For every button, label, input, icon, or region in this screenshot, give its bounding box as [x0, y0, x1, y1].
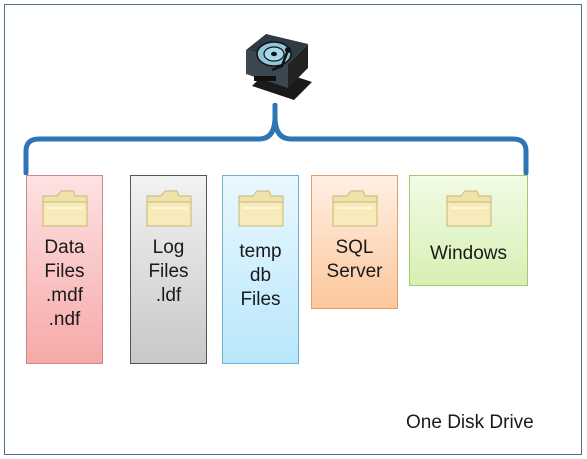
folder-icon — [332, 190, 377, 227]
card-log-files: Log Files .ldf — [130, 175, 207, 364]
card-sql-server: SQL Server — [311, 175, 398, 309]
card-label: Data Files .mdf .ndf — [44, 237, 85, 330]
folder-icon — [42, 190, 87, 227]
card-label: temp db Files — [239, 241, 282, 310]
diagram-frame: Data Files .mdf .ndf Log Files .ldf temp… — [4, 4, 582, 455]
disk-drive-label: One Disk Drive — [406, 412, 534, 433]
card-windows: Windows — [409, 175, 528, 286]
card-label: Windows — [429, 243, 508, 264]
folder-icon — [238, 190, 283, 227]
hard-disk-icon — [246, 34, 312, 100]
card-label: Log Files .ldf — [148, 237, 189, 306]
group-brace — [23, 103, 529, 175]
folder-icon — [146, 190, 191, 227]
card-label: SQL Server — [326, 237, 383, 282]
card-data-files: Data Files .mdf .ndf — [26, 175, 103, 364]
card-tempdb-files: temp db Files — [222, 175, 299, 364]
folder-icon — [446, 190, 491, 227]
